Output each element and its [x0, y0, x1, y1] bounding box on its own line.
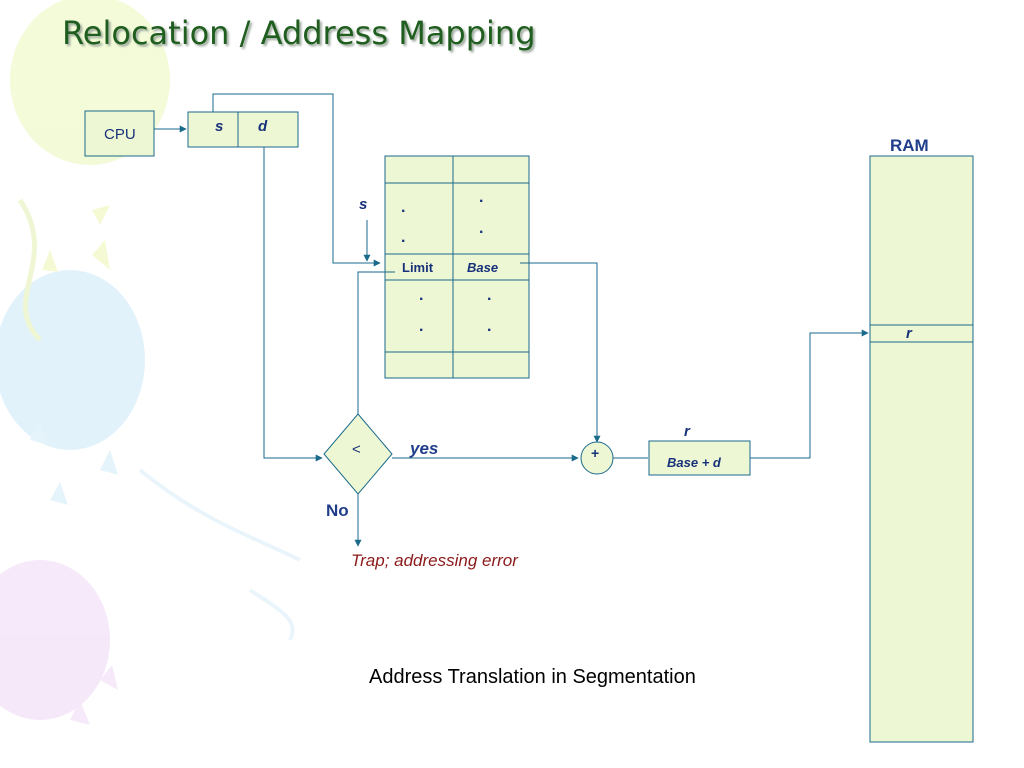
adder-symbol: + [591, 445, 599, 461]
result-label: Base + d [667, 455, 722, 470]
address-d-label: d [258, 118, 268, 135]
trap-error-label: Trap; addressing error [351, 551, 519, 570]
s-to-table-line [212, 93, 381, 267]
ram-label: RAM [890, 136, 929, 155]
table-dot: . [479, 189, 483, 206]
cpu-box [84, 110, 155, 157]
base-label: Base [467, 260, 498, 275]
table-dot: . [479, 220, 483, 237]
compare-symbol: < [352, 441, 361, 458]
table-index-s-label: s [359, 196, 367, 213]
table-dot: . [401, 199, 405, 216]
table-dot: . [487, 287, 491, 304]
limit-to-compare-line [357, 271, 395, 414]
base-to-adder-arrow [520, 262, 601, 443]
result-to-ram-arrow [750, 329, 869, 459]
limit-label: Limit [402, 260, 434, 275]
physical-address-box [648, 440, 751, 476]
physical-r-label: r [684, 423, 691, 440]
table-dot: . [487, 318, 491, 335]
yes-label: yes [409, 439, 438, 458]
table-dot: . [419, 318, 423, 335]
d-to-compare-line [263, 147, 323, 462]
segment-table [384, 155, 530, 379]
table-dot: . [401, 229, 405, 246]
page-title: Relocation / Address Mapping [62, 14, 536, 52]
diagram-caption: Address Translation in Segmentation [369, 666, 696, 688]
table-dot: . [419, 287, 423, 304]
ram-column [869, 155, 974, 743]
no-label: No [326, 501, 349, 520]
ram-r-label: r [906, 325, 913, 342]
logical-address-box [187, 111, 299, 148]
address-s-label: s [215, 118, 223, 135]
cpu-label: CPU [104, 126, 136, 143]
